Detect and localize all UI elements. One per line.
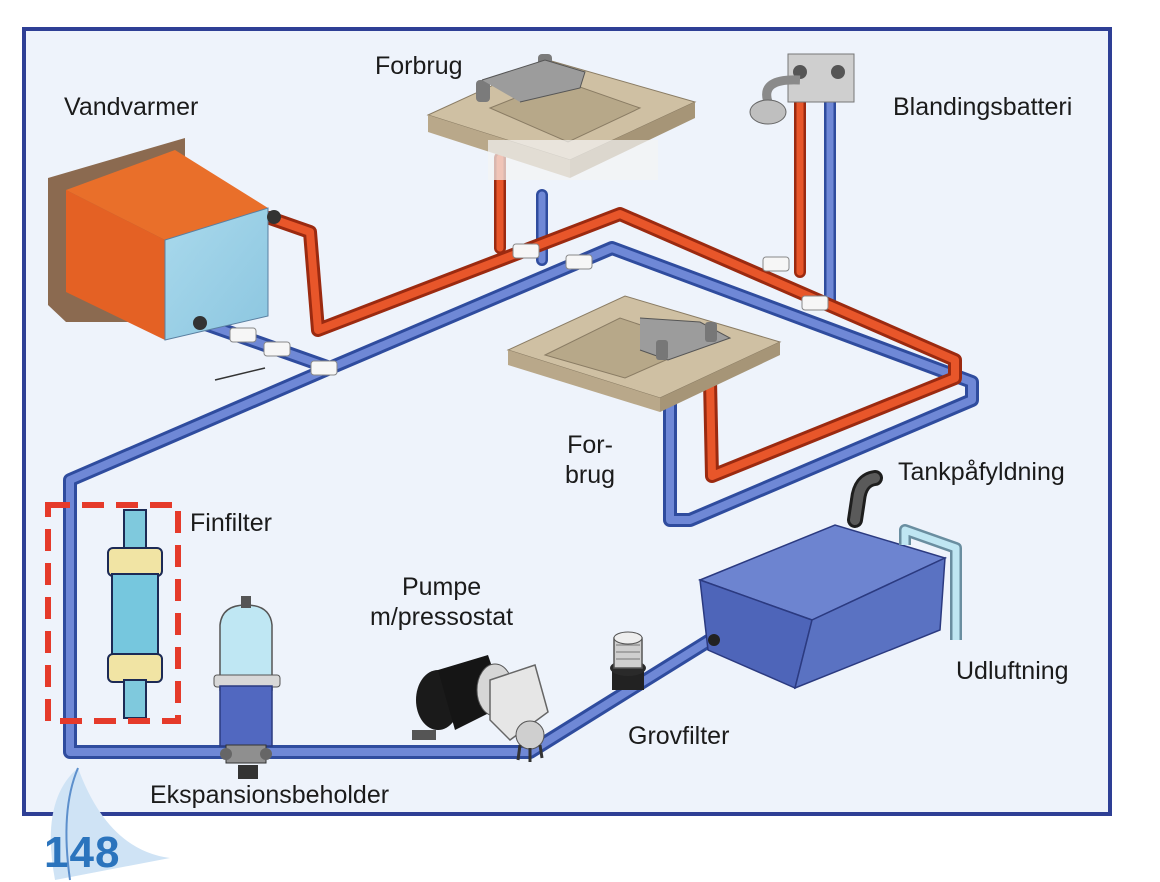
- shower-mixer-icon: [749, 53, 855, 125]
- pipe-tee-fittings: [229, 243, 829, 376]
- label-forbrug-middle-line1: For-: [567, 431, 613, 459]
- label-grovfilter: Grovfilter: [628, 722, 730, 750]
- finfilter-highlight-box: [45, 502, 181, 724]
- label-forbrug-middle-line2: brug: [565, 461, 616, 489]
- fine-filter-icon: [107, 509, 163, 719]
- label-tankpafyldning: Tankpåfyldning: [898, 458, 1065, 486]
- arrow-indicator: [214, 367, 266, 381]
- sail-logo-icon: [50, 767, 170, 881]
- label-udluftning: Udluftning: [956, 657, 1069, 685]
- label-ekspansionsbeholder: Ekspansionsbeholder: [150, 781, 390, 809]
- expansion-tank-icon: [213, 596, 281, 779]
- pump-icon: [412, 655, 549, 762]
- label-forbrug-middle: For- brug: [565, 430, 615, 490]
- label-blandingsbatteri: Blandingsbatteri: [893, 93, 1073, 121]
- hot-water-pipe: [263, 84, 962, 483]
- label-forbrug-top: Forbrug: [375, 52, 463, 80]
- label-pumpe: Pumpe m/pressostat: [370, 572, 513, 632]
- water-tank-icon: [697, 470, 962, 690]
- coarse-filter-icon: [610, 631, 646, 690]
- label-pumpe-line2: m/pressostat: [370, 603, 514, 631]
- page-number: 148: [44, 828, 121, 877]
- sink-icon-middle: [506, 295, 782, 412]
- water-heater-icon: [48, 138, 281, 341]
- label-finfilter: Finfilter: [190, 509, 272, 537]
- label-vandvarmer: Vandvarmer: [64, 93, 199, 121]
- sink-icon-top: [426, 54, 697, 180]
- label-pumpe-line1: Pumpe: [401, 573, 482, 601]
